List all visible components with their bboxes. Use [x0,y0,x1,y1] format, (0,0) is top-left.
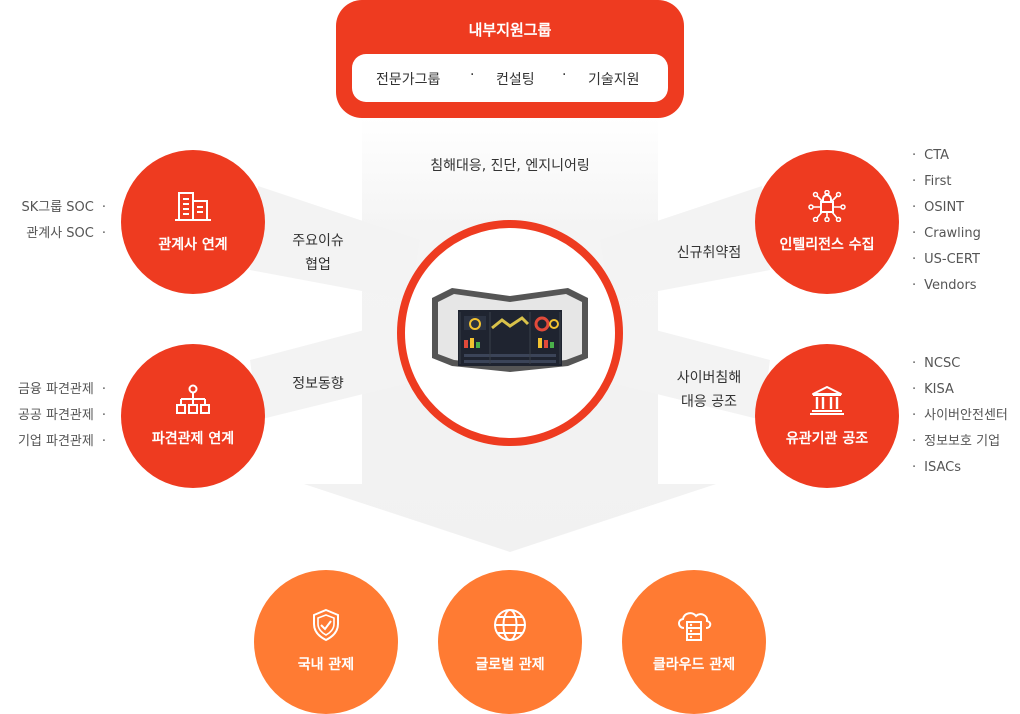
dispatch-control-node: 파견관제 연계 [121,344,265,488]
global-control-node: 글로벌 관제 [438,570,582,714]
intelligence-collection-node: 인텔리전스 수집 [755,150,899,294]
connector-text: 주요이슈 [292,233,344,249]
list-item: 사이버안전센터 [912,403,1020,429]
list-item: 기업 파견관제 [0,429,106,455]
separator-dot: · [470,67,475,83]
soc-center [397,220,623,446]
internal-support-group: 내부지원그룹 전문가그룹 · 컨설팅 · 기술지원 [336,0,684,118]
connector-right-top: 신규취약점 [666,241,752,265]
list-item: Vendors [912,273,1020,299]
domestic-control-label: 국내 관제 [297,657,355,673]
item-experts: 전문가그룹 [376,72,441,88]
hierarchy-icon [176,384,210,414]
monitor-wall-icon [432,288,588,372]
connector-text: 협업 [305,257,331,273]
cloud-control-node: 클라우드 관제 [622,570,766,714]
affiliate-list: SK그룹 SOC 관계사 SOC [0,195,106,247]
dispatch-list: 금융 파견관제 공공 파견관제 기업 파견관제 [0,377,106,455]
network-lock-icon [808,190,846,222]
agency-cooperation-node: 유관기관 공조 [755,344,899,488]
internal-support-title: 내부지원그룹 [468,21,552,39]
intelligence-collection-label: 인텔리전스 수집 [779,237,875,253]
domestic-control-node: 국내 관제 [254,570,398,714]
band-left-bottom [250,318,420,420]
list-item: 공공 파견관제 [0,403,106,429]
list-item: 관계사 SOC [0,221,106,247]
agency-cooperation-label: 유관기관 공조 [785,431,869,447]
connector-text: 사이버침해 [676,370,742,386]
connector-right-bottom: 사이버침해 대응 공조 [664,366,754,414]
band-right-top [600,186,770,300]
agency-list: NCSC KISA 사이버안전센터 정보보호 기업 ISACs [912,351,1020,481]
connector-left-bottom: 정보동향 [282,372,354,396]
cloud-server-icon [678,612,712,641]
building-icon [175,192,211,221]
list-item: 금융 파견관제 [0,377,106,403]
shield-icon [313,608,339,642]
list-item: NCSC [912,351,1020,377]
item-tech-support: 기술지원 [588,72,640,88]
list-item: OSINT [912,195,1020,221]
cloud-control-label: 클라우드 관제 [652,657,736,673]
list-item: First [912,169,1020,195]
list-item: Crawling [912,221,1020,247]
list-item: KISA [912,377,1020,403]
global-control-label: 글로벌 관제 [475,657,545,673]
list-item: US-CERT [912,247,1020,273]
institution-icon [810,386,844,415]
separator-dot: · [562,67,567,83]
band-right-bottom [600,318,770,420]
connector-text: 정보동향 [292,376,344,392]
globe-icon [494,609,526,641]
affiliate-link-node: 관계사 연계 [121,150,265,294]
list-item: ISACs [912,455,1020,481]
connector-left-top: 주요이슈 협업 [282,229,354,277]
connector-text: 신규취약점 [676,245,742,261]
affiliate-link-label: 관계사 연계 [158,237,228,253]
item-consulting: 컨설팅 [496,72,535,88]
center-caption: 침해대응, 진단, 엔지니어링 [430,158,590,174]
intelligence-list: CTA First OSINT Crawling US-CERT Vendors [912,143,1020,299]
list-item: CTA [912,143,1020,169]
band-left-top [250,186,420,300]
list-item: SK그룹 SOC [0,195,106,221]
connector-text: 대응 공조 [681,394,737,410]
dispatch-control-label: 파견관제 연계 [151,431,235,447]
list-item: 정보보호 기업 [912,429,1020,455]
internal-support-items: 전문가그룹 · 컨설팅 · 기술지원 [352,54,668,102]
